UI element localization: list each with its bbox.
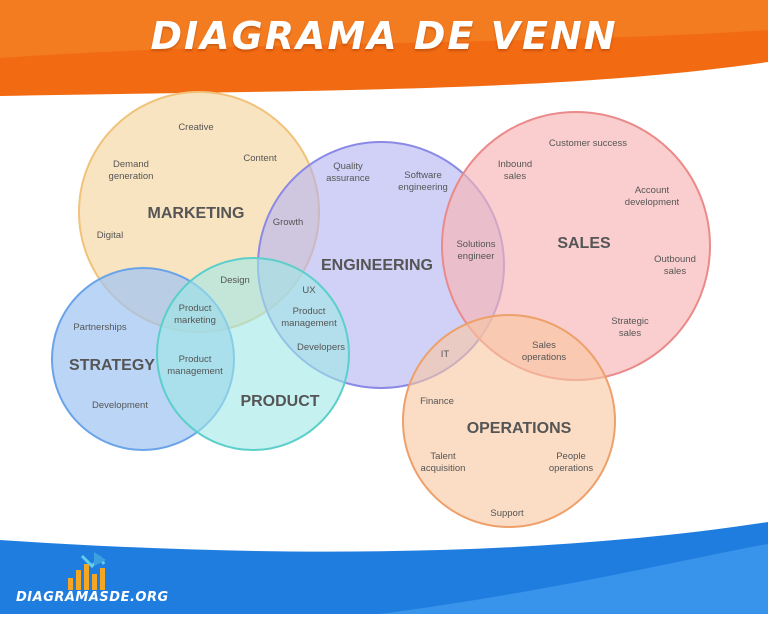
page-title: DIAGRAMA DE VENN: [150, 14, 618, 58]
item-sales-operations-2: operations: [522, 352, 567, 363]
footer-highlight: [380, 544, 768, 614]
item-it: IT: [441, 349, 450, 360]
item-account-development-1: Account: [635, 185, 670, 196]
item-inbound-sales-2: sales: [504, 171, 526, 182]
item-demand-generation-2: generation: [109, 171, 154, 182]
item-outbound-sales-1: Outbound: [654, 254, 696, 265]
item-finance: Finance: [420, 396, 454, 407]
marketing-label: MARKETING: [148, 205, 245, 222]
item-development: Development: [92, 400, 148, 411]
item-product-marketing-1: Product: [179, 303, 212, 314]
item-talent-acquisition-2: acquisition: [421, 463, 466, 474]
operations-label: OPERATIONS: [467, 420, 572, 437]
item-software-engineering-2: engineering: [398, 182, 448, 193]
item-people-operations-2: operations: [549, 463, 594, 474]
item-people-operations-1: People: [556, 451, 586, 462]
header-highlight: [0, 0, 768, 58]
item-product-management-1: Product: [179, 354, 212, 365]
item-software-engineering-1: Software: [404, 170, 442, 181]
item-customer-success: Customer success: [549, 138, 627, 149]
item-developers: Developers: [297, 342, 345, 353]
item-product-management-2: management: [167, 366, 223, 377]
product-circle: [156, 257, 350, 451]
engineering-label: ENGINEERING: [321, 257, 433, 274]
item-support: Support: [490, 508, 524, 519]
item-quality-assurance-2: assurance: [326, 173, 370, 184]
item-creative: Creative: [178, 122, 213, 133]
item-partnerships: Partnerships: [73, 322, 127, 333]
item-product-management-eng-2: management: [281, 318, 337, 329]
item-design: Design: [220, 275, 250, 286]
item-demand-generation-1: Demand: [113, 159, 149, 170]
site-logo-text[interactable]: DIAGRAMASDE.ORG: [16, 590, 169, 605]
item-solutions-engineer-1: Solutions: [456, 239, 495, 250]
item-growth: Growth: [273, 217, 304, 228]
item-product-management-eng-1: Product: [293, 306, 326, 317]
item-outbound-sales-2: sales: [664, 266, 686, 277]
operations-circle: [402, 314, 616, 528]
item-content: Content: [243, 153, 277, 164]
item-account-development-2: development: [625, 197, 680, 208]
item-sales-operations-1: Sales: [532, 340, 556, 351]
item-inbound-sales-1: Inbound: [498, 159, 532, 170]
product-label: PRODUCT: [240, 393, 319, 410]
item-quality-assurance-1: Quality: [333, 161, 363, 172]
item-digital: Digital: [97, 230, 123, 241]
sales-label: SALES: [557, 235, 611, 252]
item-product-marketing-2: marketing: [174, 315, 216, 326]
item-ux: UX: [302, 285, 316, 296]
strategy-label: STRATEGY: [69, 357, 155, 374]
item-solutions-engineer-2: engineer: [458, 251, 495, 262]
item-strategic-sales-2: sales: [619, 328, 641, 339]
item-strategic-sales-1: Strategic: [611, 316, 649, 327]
item-talent-acquisition-1: Talent: [430, 451, 456, 462]
chart-logo-icon: [68, 552, 106, 590]
